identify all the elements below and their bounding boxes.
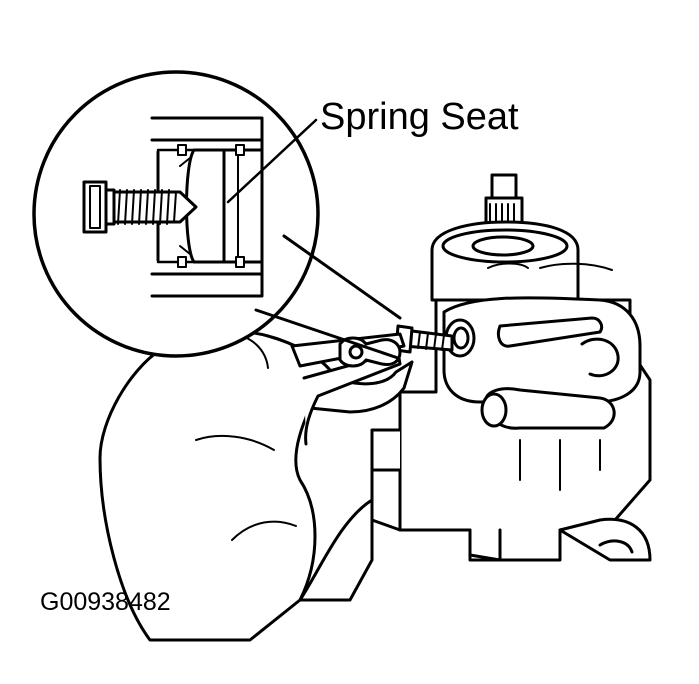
spring-seat-label: Spring Seat [320, 96, 519, 138]
detail-magnifier [34, 72, 400, 358]
magnifier-leader-upper [284, 236, 400, 318]
housing-slot [498, 318, 601, 346]
hand-with-pliers [100, 332, 412, 640]
detail-bolt-head [84, 182, 106, 232]
spring-seat-part [187, 150, 225, 262]
pump-shaft [492, 175, 516, 198]
callout-pointer [228, 120, 316, 202]
figure-id: G00938482 [40, 588, 171, 616]
magnifier-leader-lower [256, 310, 398, 358]
power-steering-pump [372, 175, 650, 560]
